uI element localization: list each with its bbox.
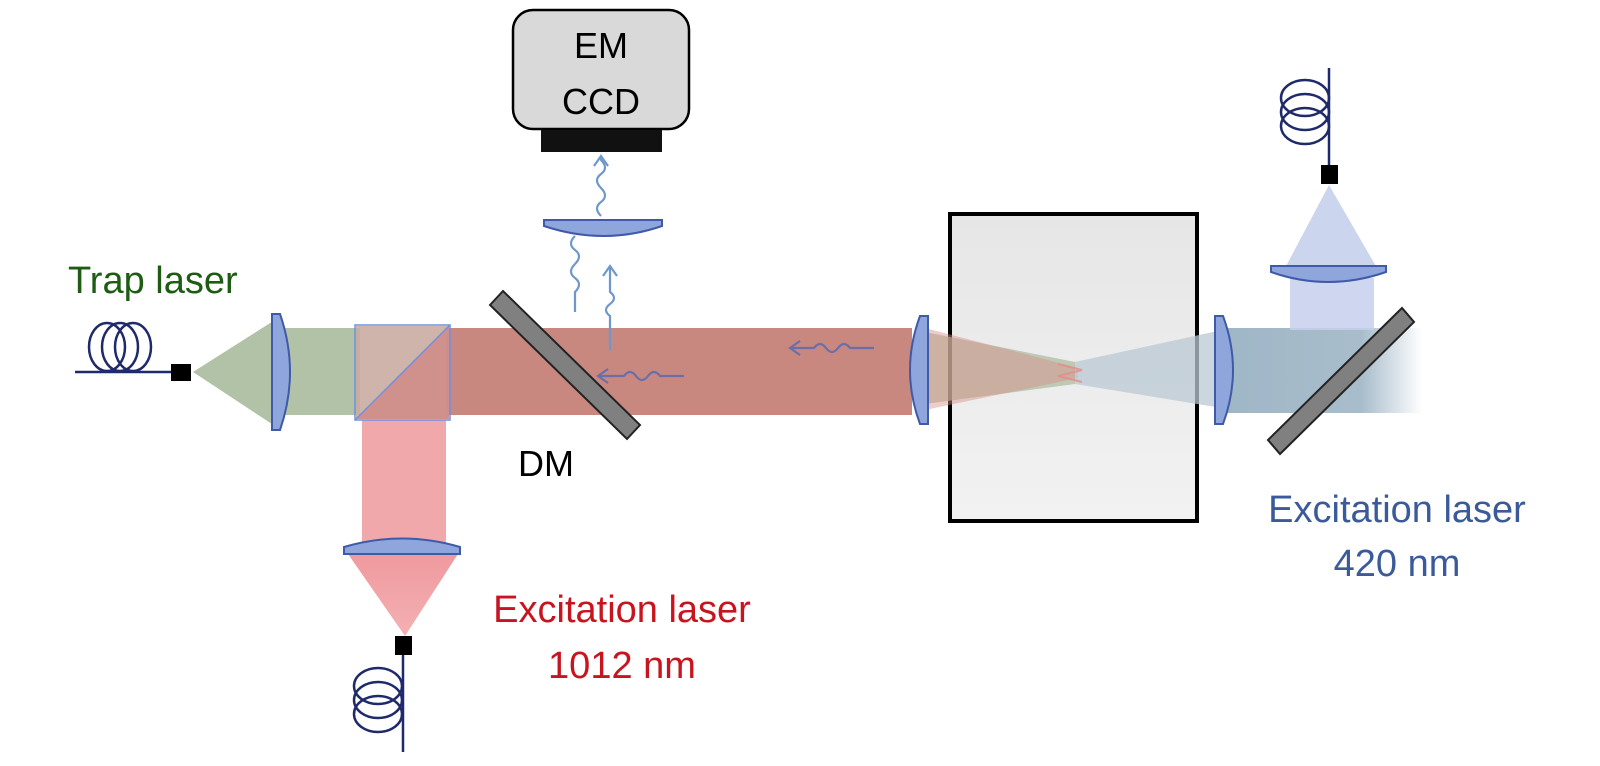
blue-excitation-cone <box>1285 185 1377 268</box>
red-focus <box>925 328 1078 410</box>
trap-beam-cone <box>193 318 278 428</box>
camera-lens <box>543 219 663 237</box>
red-excitation-beam-vertical <box>362 420 446 546</box>
photon-below-lens <box>569 235 581 312</box>
red-excitation-label-line2: 1012 nm <box>548 645 696 687</box>
blue-excitation-label-line1: Excitation laser <box>1268 489 1526 531</box>
photons-horizontal <box>596 340 874 384</box>
blue-focus-right <box>1075 330 1222 408</box>
blue-fiber-connector <box>1321 165 1338 184</box>
red-excitation-label-line1: Excitation laser <box>493 589 751 631</box>
em-ccd-camera <box>511 8 691 152</box>
photon-left-arrow-2 <box>598 370 684 382</box>
red-excitation-lens <box>343 537 461 555</box>
blue-excitation-vertical <box>1290 278 1374 330</box>
red-excitation-cone <box>348 554 458 636</box>
dichroic-mirror <box>488 289 642 441</box>
trap-beam <box>278 328 360 415</box>
beam-splitter-cube <box>354 324 451 421</box>
red-fiber <box>352 655 405 752</box>
trap-fiber <box>75 321 172 374</box>
trap-focus-left <box>925 332 1075 404</box>
blue-excitation-lens <box>1270 265 1387 283</box>
trap-fiber-connector <box>171 364 191 381</box>
blue-excitation-label-line2: 420 nm <box>1334 543 1461 585</box>
red-fiber-connector <box>395 636 412 655</box>
photon-upward <box>604 266 616 350</box>
dichroic-mirror-label: DM <box>518 443 574 484</box>
focus-pattern <box>1057 363 1083 383</box>
blue-fiber <box>1279 68 1331 165</box>
photon-to-camera <box>595 156 607 217</box>
fluorescence-photons <box>569 154 618 350</box>
chamber-right-lens <box>1214 315 1234 425</box>
right-mirror <box>1266 306 1416 456</box>
trap-lens <box>271 313 291 431</box>
chamber-left-lens <box>909 315 929 425</box>
trap-laser-label: Trap laser <box>68 260 238 302</box>
photon-left-arrow-1 <box>790 342 874 354</box>
camera-label-line2: CCD <box>562 81 640 122</box>
camera-label-line1: EM <box>574 25 628 66</box>
beam-splitter-diagonal <box>354 324 451 421</box>
combined-beam <box>446 328 912 415</box>
